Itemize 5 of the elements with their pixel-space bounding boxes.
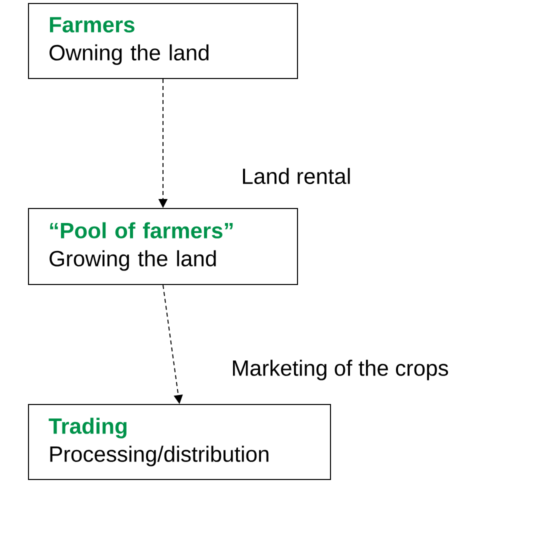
process-box: Farmers Owning the land [28, 3, 298, 79]
edge-label: Marketing of the crops [233, 360, 448, 380]
process-box: “Pool of farmers” Growing the land [28, 208, 298, 285]
process-box: Trading Processing/distribution [28, 404, 331, 480]
edge-label: Land rental [243, 168, 350, 184]
